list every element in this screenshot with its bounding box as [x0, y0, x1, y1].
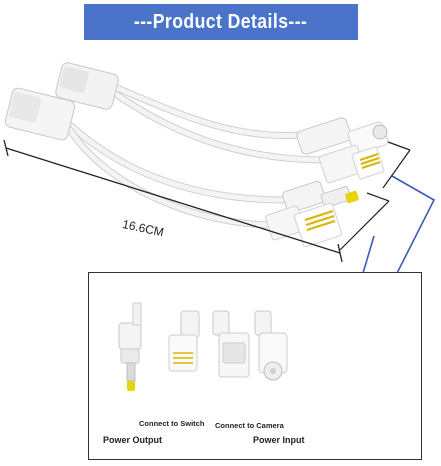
connect-to-switch-plug	[168, 310, 200, 372]
power-output-plug	[118, 302, 142, 391]
product-details-banner: ---Product Details---	[84, 4, 358, 40]
connector-detail-inset: Power Output Connect to Switch Connect t…	[88, 272, 422, 460]
connector-width-marks	[339, 141, 411, 251]
rj45-plug-bottom	[265, 202, 342, 248]
connect-to-camera-socket	[212, 310, 250, 378]
rj45-plug-top	[318, 144, 385, 184]
connect-to-switch-label: Connect to Switch	[139, 419, 205, 428]
power-output-label: Power Output	[103, 435, 162, 445]
power-input-jack	[254, 310, 288, 381]
connector-detail-photo	[118, 302, 288, 391]
rj45-coupler-top	[55, 62, 119, 110]
length-dimension-line	[3, 139, 343, 263]
connect-to-camera-label: Connect to Camera	[215, 421, 284, 430]
dc-jack-top	[296, 117, 389, 155]
power-input-label: Power Input	[253, 435, 305, 445]
rj45-coupler-bottom	[4, 87, 76, 141]
dc-plug-middle	[282, 180, 359, 214]
banner-title: ---Product Details---	[134, 10, 308, 33]
